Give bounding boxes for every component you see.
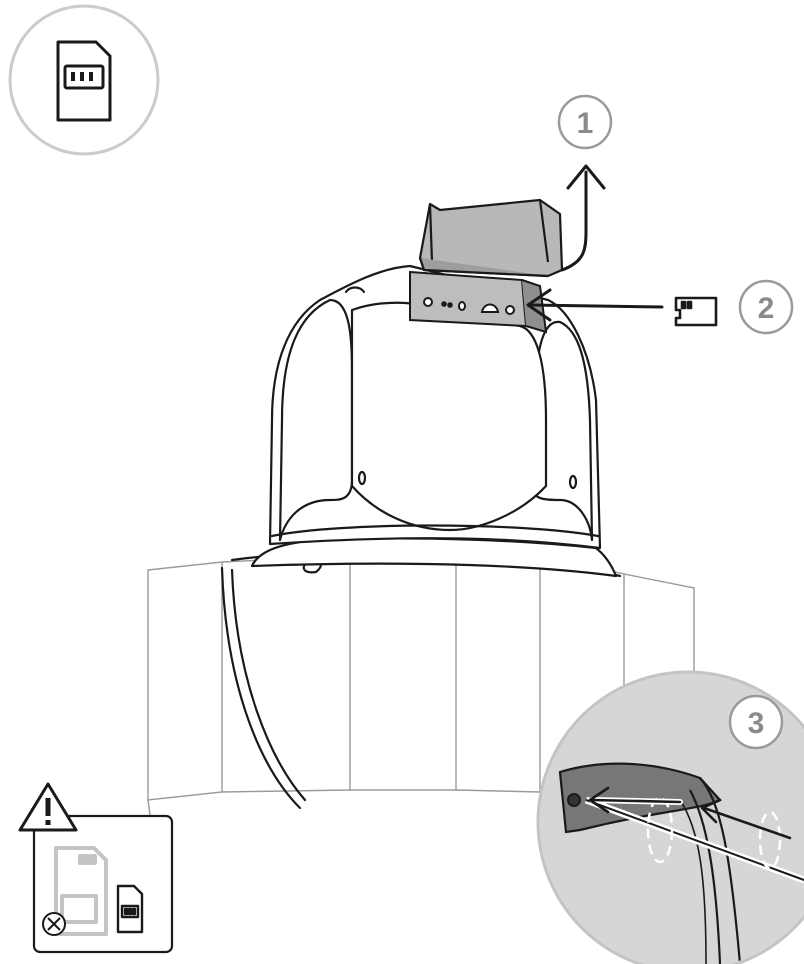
step-1-number: 1 xyxy=(577,107,594,140)
circle-x-icon xyxy=(42,912,66,936)
step-3-marker: 3 xyxy=(728,694,784,750)
sd-card-badge xyxy=(8,4,160,156)
step-2-arrow xyxy=(526,288,664,322)
step-1-marker: 1 xyxy=(557,94,613,150)
microsd-card-icon xyxy=(674,296,718,327)
sd-card-icon xyxy=(56,40,112,122)
camera-head xyxy=(250,264,618,578)
small-sd-card-icon xyxy=(116,884,144,934)
step-2-marker: 2 xyxy=(738,279,794,335)
step-3-detail xyxy=(536,670,804,964)
step-2-number: 2 xyxy=(758,292,775,325)
step-3-number: 3 xyxy=(748,707,765,740)
sd-slot-flap xyxy=(418,198,564,278)
step-1-arrow xyxy=(560,164,606,272)
warning-box xyxy=(18,782,174,954)
warning-triangle-icon xyxy=(18,782,78,832)
